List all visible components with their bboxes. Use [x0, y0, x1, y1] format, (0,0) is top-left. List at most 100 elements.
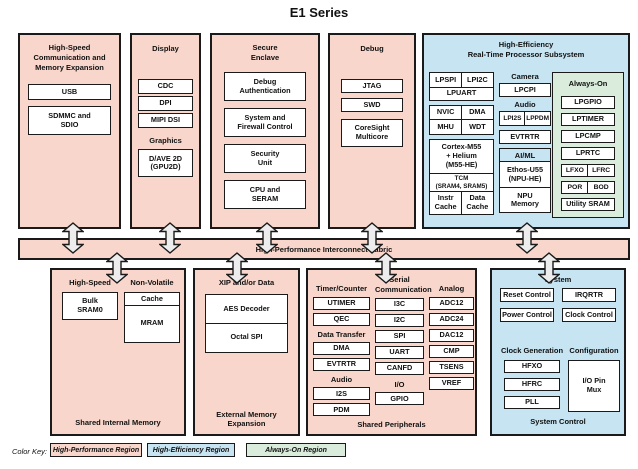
box-mipi-dsi: MIPI DSI	[138, 113, 193, 129]
box-lptimer: LPTIMER	[561, 113, 615, 127]
sp-timer-header: Timer/Counter	[315, 284, 368, 293]
box-lfxo: LFXO	[561, 164, 589, 178]
box-evtrtr-he: EVTRTR	[499, 130, 551, 145]
diagram-title: E1 Series	[289, 5, 349, 20]
eme-footer: External Memory Expansion	[216, 409, 277, 429]
bidir-arrow-hs-comm	[62, 222, 84, 254]
aiml-group: AI/ML Ethos-U55 (NPU-HE) NPU Memory	[499, 148, 551, 214]
box-gpio: GPIO	[375, 392, 424, 406]
box-evtrtr-sp: EVTRTR	[313, 358, 370, 372]
box-swd: SWD	[341, 98, 403, 113]
box-wdt: WDT	[460, 119, 494, 135]
sp-io-header: I/O	[394, 380, 405, 390]
box-irqrtr: IRQRTR	[562, 288, 616, 303]
box-cpu-seram: CPU and SERAM	[224, 180, 306, 210]
bidir-arrow-external-memory	[226, 252, 248, 284]
block-debug-header: Debug	[360, 44, 384, 53]
sys-clock-gen-header: Clock Generation	[500, 346, 564, 355]
box-hfxo: HFXO	[504, 360, 560, 374]
key-high-efficiency: High-Efficiency Region	[147, 443, 235, 457]
box-aes-decoder: AES Decoder	[205, 294, 288, 325]
box-adc24: ADC24	[429, 313, 474, 327]
box-lpi2s: LPI2S	[499, 111, 526, 127]
box-bulk-sram0: Bulk SRAM0	[62, 292, 118, 321]
box-i2c: I2C	[375, 314, 424, 328]
sys-configuration-header: Configuration	[569, 346, 619, 355]
box-system-firewall-control: System and Firewall Control	[224, 108, 306, 138]
sp-analog-column: Analog ADC12 ADC24 DAC12 CMP TSENS VREF	[429, 284, 474, 391]
box-dpi: DPI	[138, 96, 193, 112]
box-i3c: I3C	[375, 298, 424, 312]
box-qec: QEC	[313, 313, 370, 327]
box-dac12: DAC12	[429, 329, 474, 343]
box-gpu2d: D/AVE 2D (GPU2D)	[138, 149, 193, 178]
box-lpcmp: LPCMP	[561, 130, 615, 144]
box-por: POR	[561, 181, 589, 195]
sys-configuration-column: Configuration I/O Pin Mux	[568, 346, 620, 413]
box-data-cache: Data Cache	[460, 191, 494, 215]
box-uart: UART	[375, 346, 424, 360]
bidir-arrow-system-control	[538, 252, 560, 284]
color-key-label: Color Key:	[12, 447, 48, 456]
block-display: Display CDC DPI MIPI DSI Graphics D/AVE …	[130, 33, 201, 229]
camera-header: Camera	[511, 72, 539, 81]
block-debug: Debug JTAG SWD CoreSight Multicore	[328, 33, 416, 229]
bidir-arrow-shared-memory	[106, 252, 128, 284]
sp-timer-column: Timer/Counter UTIMER QEC Data Transfer D…	[313, 284, 370, 417]
box-i2s: I2S	[313, 387, 370, 401]
box-utimer: UTIMER	[313, 297, 370, 311]
block-shared-internal-memory: High-Speed Bulk SRAM0 Non-Volatile Cache…	[50, 268, 186, 436]
box-lfrc: LFRC	[587, 164, 615, 178]
bidir-arrow-shared-peripherals	[375, 252, 397, 284]
bidir-arrow-secure	[256, 222, 278, 254]
he-cpu-column: LPSPI LPI2C LPUART NVIC DMA MHU WDT Cort…	[429, 72, 494, 215]
sp-analog-header: Analog	[438, 284, 465, 293]
box-tsens: TSENS	[429, 361, 474, 375]
always-on-header: Always-On	[568, 79, 608, 88]
box-lpspi: LPSPI	[429, 72, 463, 88]
box-tcm: TCM (SRAM4, SRAM5)	[429, 172, 494, 193]
block-high-speed-comm: High-Speed Communication and Memory Expa…	[18, 33, 121, 229]
box-jtag: JTAG	[341, 79, 403, 94]
box-power-control: Power Control	[500, 308, 554, 323]
block-system-control: System Reset Control IRQRTR Power Contro…	[490, 268, 626, 436]
box-utility-sram: Utility SRAM	[561, 198, 615, 212]
bidir-arrow-display	[159, 222, 181, 254]
block-shared-peripherals: Timer/Counter UTIMER QEC Data Transfer D…	[306, 268, 477, 436]
sim-high-speed-header: High-Speed	[69, 278, 111, 287]
box-dma-he: DMA	[460, 104, 494, 121]
box-octal-spi: Octal SPI	[205, 322, 288, 353]
interconnect-fabric-label: High-Performance Interconnect Fabric	[255, 244, 393, 254]
box-lpcpi: LPCPI	[499, 83, 551, 98]
box-debug-authentication: Debug Authentication	[224, 72, 306, 102]
box-coresight-multicore: CoreSight Multicore	[341, 119, 403, 148]
aiml-header: AI/ML	[500, 149, 550, 163]
box-instr-cache: Instr Cache	[429, 191, 463, 215]
box-mram: MRAM	[124, 304, 180, 343]
bidir-arrow-debug	[361, 222, 383, 254]
box-lppdm: LPPDM	[524, 111, 551, 127]
sys-footer: System Control	[530, 417, 586, 427]
block-secure-enclave: Secure Enclave Debug Authentication Syst…	[210, 33, 320, 229]
audio-header-he: Audio	[514, 100, 536, 110]
sp-data-transfer-header: Data Transfer	[317, 330, 366, 340]
box-mhu: MHU	[429, 119, 463, 135]
box-io-pin-mux: I/O Pin Mux	[568, 360, 620, 413]
block-he-subsystem: High-Efficiency Real-Time Processor Subs…	[422, 33, 630, 229]
box-npu-memory: NPU Memory	[500, 188, 550, 213]
block-external-memory: XIP and/or Data AES Decoder Octal SPI Ex…	[193, 268, 300, 436]
box-spi: SPI	[375, 330, 424, 344]
block-always-on: Always-On LPGPIO LPTIMER LPCMP LPRTC LFX…	[552, 72, 624, 218]
box-dma-sp: DMA	[313, 342, 370, 356]
sim-high-speed-column: High-Speed Bulk SRAM0	[62, 278, 118, 321]
box-cortex-m55-he: Cortex-M55 + Helium (M55-HE)	[429, 139, 494, 174]
box-lpgpio: LPGPIO	[561, 96, 615, 110]
sp-audio-header: Audio	[330, 375, 353, 385]
box-reset-control: Reset Control	[500, 288, 554, 303]
box-ethos-u55: Ethos-U55 (NPU-HE)	[500, 162, 550, 189]
block-high-speed-comm-header: High-Speed Communication and Memory Expa…	[33, 43, 106, 73]
sim-footer: Shared Internal Memory	[75, 418, 161, 428]
he-media-column: Camera LPCPI Audio LPI2S LPPDM EVTRTR AI…	[499, 72, 551, 214]
box-sdmmc-sdio: SDMMC and SDIO	[28, 106, 111, 136]
